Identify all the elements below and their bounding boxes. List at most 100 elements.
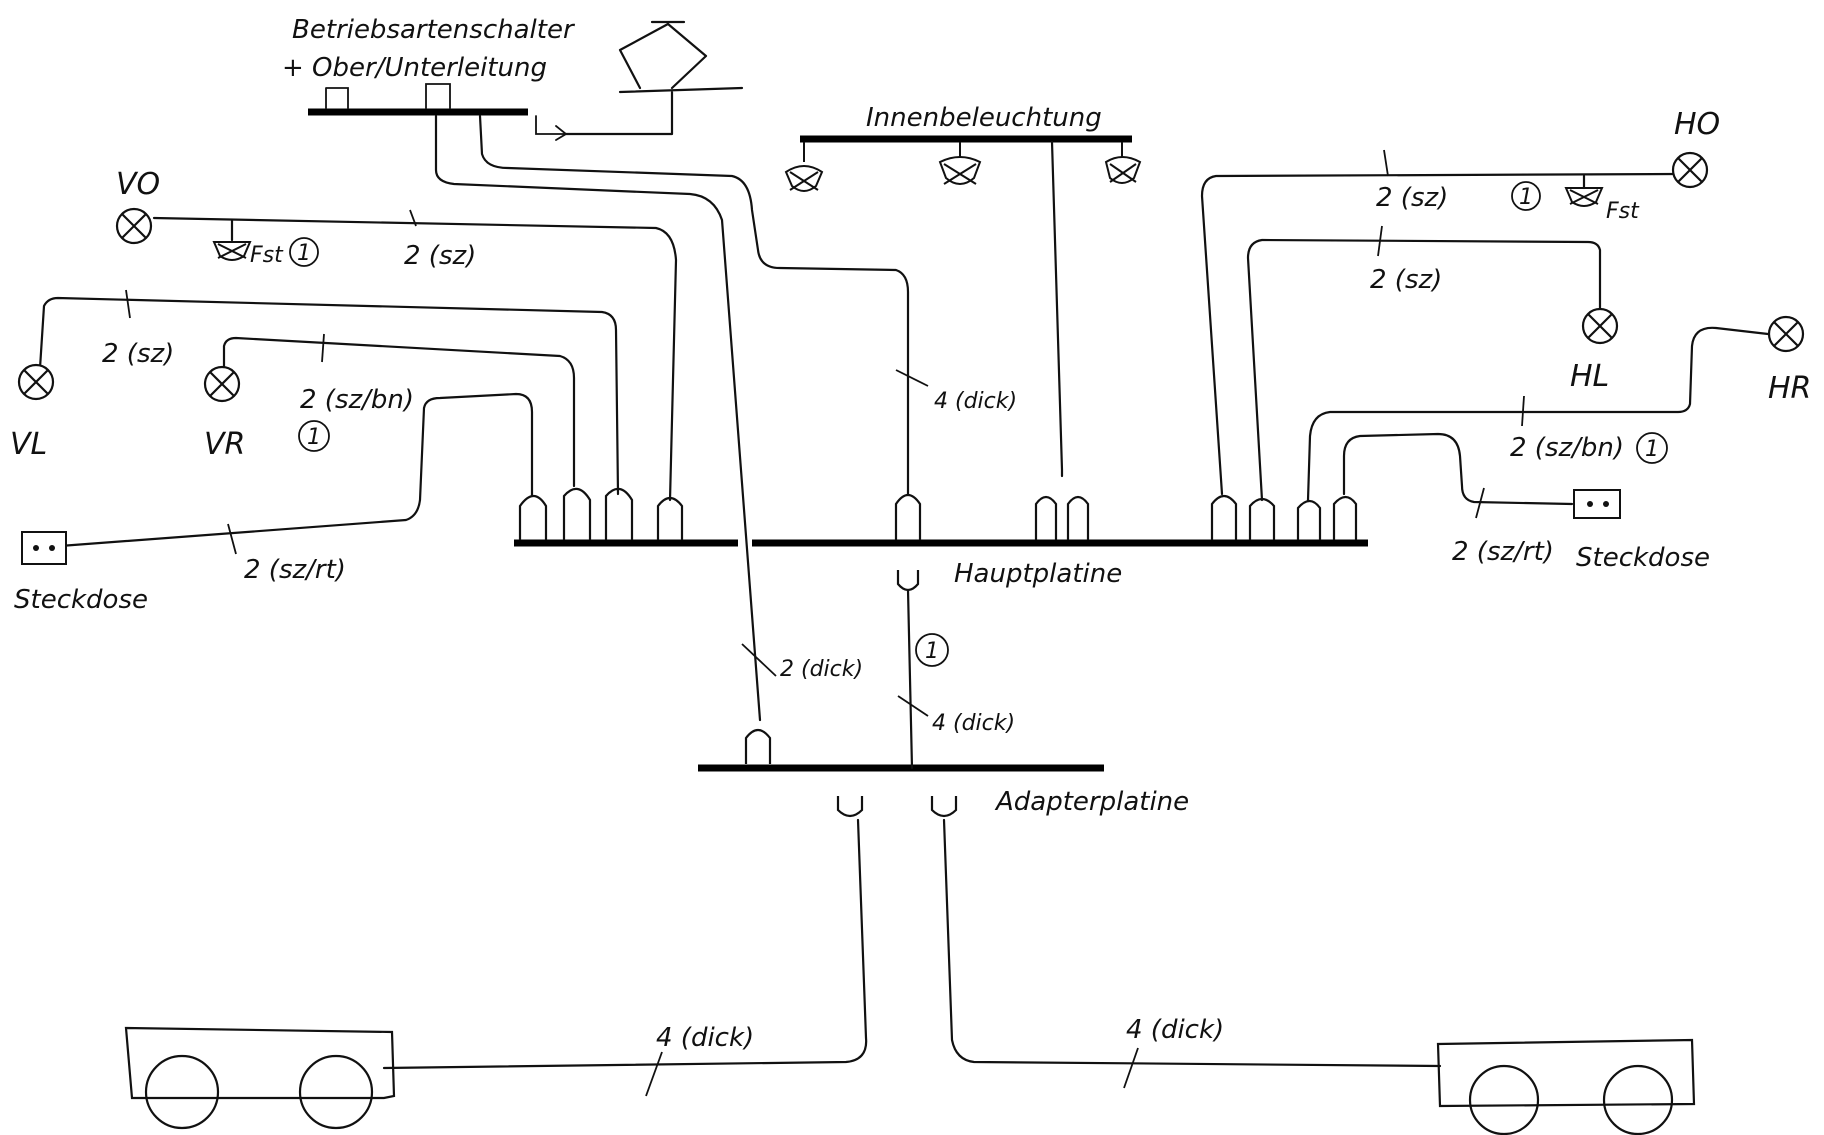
connector-vo — [656, 496, 684, 540]
switch-contact-1 — [325, 87, 349, 109]
wire-bogie-left — [382, 818, 868, 1070]
wire-label-bogie-right: 4 (dick) — [1126, 1015, 1224, 1045]
wire-vo — [152, 216, 678, 502]
connector-adapter-right — [930, 796, 958, 818]
interior-light-feed — [1050, 140, 1064, 478]
adapter-board-label: Adapterplatine — [994, 787, 1189, 817]
connector-socket-left — [518, 494, 548, 540]
wire-label-hr: 2 (sz/bn) — [1510, 433, 1624, 463]
fst-label-right: Fst — [1606, 199, 1640, 224]
bogie-right-icon — [1436, 1038, 1696, 1135]
note-marker-hr: 1 — [1636, 432, 1668, 464]
note-marker-ho: 1 — [1511, 181, 1541, 211]
wire-label-bogie-left: 4 (dick) — [656, 1023, 754, 1053]
socket-right-icon — [1573, 489, 1621, 519]
connector-interior-b — [1066, 495, 1090, 540]
wire-hr — [1306, 326, 1770, 502]
mode-switch-label-line1: Betriebsartenschalter — [292, 15, 576, 45]
wire-label-main-4dick: 4 (dick) — [934, 389, 1017, 414]
wire-label-ho: 2 (sz) — [1376, 183, 1448, 213]
connector-vr — [562, 487, 592, 540]
svg-text:1: 1 — [307, 425, 321, 450]
connector-adapter-left — [836, 796, 864, 818]
wire-main-to-adapter — [906, 588, 914, 770]
note-marker-vo-fst: 1 — [289, 237, 319, 267]
interior-light-label: Innenbeleuchtung — [866, 103, 1102, 133]
tick-vl — [125, 289, 131, 319]
fst-lamp-right-icon — [1564, 187, 1604, 207]
lamp-hl-icon — [1581, 307, 1619, 345]
interior-lamp-1 — [784, 142, 824, 192]
lamp-vr-label: VR — [204, 427, 245, 462]
wire-label-socket-left: 2 (sz/rt) — [244, 555, 346, 585]
connector-adapter-top — [744, 728, 772, 764]
mode-switch-label-line2: + Ober/Unterleitung — [282, 53, 547, 83]
wire-label-vl: 2 (sz) — [102, 339, 174, 369]
wire-label-hl: 2 (sz) — [1370, 265, 1442, 295]
tick-adapter-4dick — [897, 695, 929, 717]
wire-switch-to-adapter — [434, 114, 762, 722]
lamp-hr-icon — [1767, 315, 1805, 353]
tick-bogie-left — [645, 1051, 663, 1097]
lamp-vl-label: VL — [10, 427, 47, 462]
connector-hr — [1296, 499, 1322, 540]
socket-left-label: Steckdose — [14, 585, 148, 615]
pantograph — [618, 20, 708, 90]
switch-link — [535, 115, 568, 141]
wire-label-vr: 2 (sz/bn) — [300, 385, 414, 415]
tick-bogie-right — [1123, 1047, 1139, 1089]
lamp-ho-label: HO — [1674, 107, 1720, 142]
lamp-hl-label: HL — [1570, 359, 1609, 394]
connector-vl — [604, 487, 634, 540]
tick-vo — [409, 209, 417, 227]
lamp-vl-icon — [17, 363, 55, 401]
lamp-hr-label: HR — [1768, 371, 1811, 406]
svg-text:1: 1 — [1519, 185, 1533, 210]
connector-interior-a — [1034, 495, 1058, 540]
connector-socket-right — [1332, 495, 1358, 540]
wire-ho — [1200, 172, 1678, 496]
socket-right-label: Steckdose — [1576, 543, 1710, 573]
tick-vr — [321, 333, 325, 363]
fst-lamp-left-icon — [212, 241, 252, 261]
wire-bogie-right — [942, 818, 1442, 1068]
tick-main-4dick — [895, 369, 929, 387]
tick-socket-right — [1475, 487, 1485, 519]
svg-text:1: 1 — [925, 639, 939, 664]
socket-left-icon — [21, 531, 67, 565]
connector-main-bottom — [896, 570, 920, 592]
wire-vl — [38, 296, 620, 496]
wire-socket-right — [1342, 432, 1574, 506]
tick-switch-2dick — [741, 643, 777, 677]
tick-ho — [1383, 149, 1389, 177]
fst-label-left: Fst — [250, 243, 284, 268]
wire-label-adapter-4dick: 4 (dick) — [932, 711, 1015, 736]
connector-hl — [1248, 497, 1276, 540]
connector-main-top — [894, 493, 922, 540]
wire-label-vo: 2 (sz) — [404, 241, 476, 271]
interior-lamp-2 — [938, 142, 982, 185]
pantograph-base — [564, 86, 744, 136]
lamp-ho-icon — [1671, 151, 1709, 189]
note-marker-adapter: 1 — [915, 633, 949, 667]
lamp-vo-icon — [115, 207, 153, 245]
svg-text:1: 1 — [297, 241, 311, 266]
lamp-vo-label: VO — [116, 167, 160, 202]
wire-socket-left — [58, 392, 534, 548]
wire-switch-to-main — [478, 114, 910, 496]
lamp-vr-icon — [203, 365, 241, 403]
tick-hr — [1521, 395, 1525, 427]
note-marker-vr: 1 — [298, 420, 330, 452]
tick-socket-left — [227, 523, 237, 555]
bogie-left-icon — [124, 1026, 396, 1130]
wire-label-switch-2dick: 2 (dick) — [780, 657, 863, 682]
wire-hl — [1246, 238, 1602, 502]
switch-contact-2 — [425, 83, 451, 109]
wire-label-socket-right: 2 (sz/rt) — [1452, 537, 1554, 567]
interior-lamp-3 — [1104, 142, 1142, 184]
main-board-label: Hauptplatine — [954, 559, 1122, 589]
svg-text:1: 1 — [1645, 437, 1659, 462]
wire-vr — [222, 336, 576, 488]
tick-hl — [1377, 225, 1383, 257]
connector-ho — [1210, 494, 1238, 540]
